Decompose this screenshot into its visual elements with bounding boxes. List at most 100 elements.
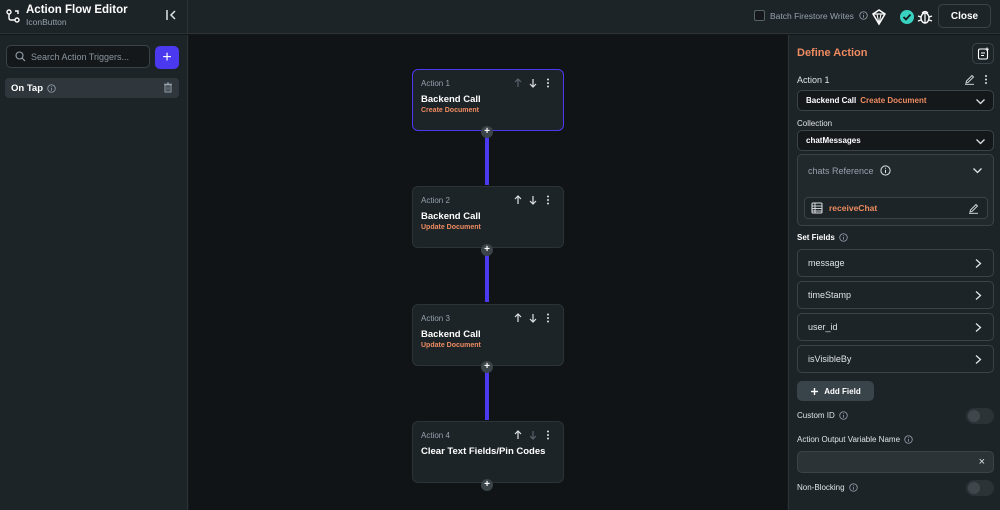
action-subtitle: Update Document — [421, 342, 481, 349]
more-vertical-icon[interactable] — [543, 313, 553, 323]
chats-reference-header[interactable]: chats Reference — [808, 165, 891, 176]
chats-reference-section: chats Reference receiveChat — [797, 154, 994, 226]
set-fields-label: Set Fields — [797, 233, 835, 242]
arrow-down-icon[interactable] — [528, 430, 538, 440]
plus-icon — [811, 387, 819, 395]
action-label: Action 1 — [797, 75, 830, 85]
action-number: Action 4 — [421, 431, 450, 440]
field-row[interactable]: isVisibleBy — [797, 345, 994, 373]
define-action-panel: Define Action Action 1 Backend Call Crea… — [788, 35, 1000, 510]
action-library-button[interactable] — [972, 43, 994, 64]
add-action-node[interactable]: + — [481, 126, 493, 138]
chevron-right-icon — [975, 291, 982, 300]
arrow-down-icon[interactable] — [528, 313, 538, 323]
field-name: timeStamp — [808, 290, 852, 300]
collection-value: chatMessages — [806, 136, 861, 145]
output-variable-header: Action Output Variable Name — [797, 435, 913, 444]
close-button[interactable]: Close — [938, 4, 991, 28]
add-action-node[interactable]: + — [481, 479, 493, 491]
trigger-label: On Tap — [11, 82, 44, 94]
diamond-gem-icon[interactable] — [869, 7, 889, 27]
editor-subtitle: IconButton — [26, 17, 67, 27]
batch-writes-toggle[interactable]: Batch Firestore Writes — [754, 10, 868, 21]
editor-header: Action Flow Editor IconButton — [0, 0, 188, 34]
batch-writes-label: Batch Firestore Writes — [770, 10, 854, 21]
more-vertical-icon[interactable] — [981, 74, 991, 85]
collection-dropdown[interactable]: chatMessages — [797, 130, 994, 151]
triggers-panel: + On Tap — [0, 35, 188, 510]
more-vertical-icon[interactable] — [543, 78, 553, 88]
edit-pencil-icon[interactable] — [964, 74, 975, 85]
info-icon — [859, 11, 868, 20]
info-icon — [848, 483, 858, 492]
non-blocking-toggle[interactable] — [966, 480, 994, 496]
action-title: Backend Call — [421, 329, 481, 340]
success-check-icon[interactable] — [897, 7, 917, 27]
batch-writes-checkbox[interactable] — [754, 10, 765, 21]
top-bar: Action Flow Editor IconButton Batch Fire… — [0, 0, 1000, 34]
field-row[interactable]: timeStamp — [797, 281, 994, 309]
search-triggers-input[interactable] — [31, 51, 141, 62]
variable-list-icon — [811, 202, 823, 214]
arrow-up-icon[interactable] — [513, 430, 523, 440]
edit-pencil-icon[interactable] — [968, 203, 979, 214]
define-action-title: Define Action — [797, 47, 868, 59]
arrow-up-icon[interactable] — [513, 313, 523, 323]
search-triggers-box[interactable] — [6, 45, 150, 68]
chevron-right-icon — [975, 323, 982, 332]
more-vertical-icon[interactable] — [543, 430, 553, 440]
custom-id-header: Custom ID — [797, 411, 848, 420]
add-trigger-button[interactable]: + — [155, 46, 179, 69]
info-icon — [47, 83, 56, 93]
arrow-up-icon[interactable] — [513, 195, 523, 205]
custom-id-toggle[interactable] — [966, 408, 994, 424]
action-subtype-value: Create Document — [860, 96, 927, 105]
arrow-down-icon[interactable] — [528, 195, 538, 205]
arrow-down-icon[interactable] — [528, 78, 538, 88]
info-icon — [839, 233, 848, 242]
add-field-label: Add Field — [824, 386, 861, 396]
flow-connector — [485, 250, 489, 302]
chats-reference-title: chats Reference — [808, 165, 874, 176]
custom-id-label: Custom ID — [797, 411, 835, 420]
flow-connector — [485, 368, 489, 420]
more-vertical-icon[interactable] — [543, 195, 553, 205]
collapse-panel-icon[interactable] — [164, 8, 178, 22]
action-title: Backend Call — [421, 94, 481, 105]
output-variable-input[interactable]: × — [797, 451, 994, 473]
chevron-right-icon — [975, 355, 982, 364]
field-name: user_id — [808, 322, 838, 332]
chevron-down-icon — [976, 139, 985, 145]
action-subtitle: Update Document — [421, 224, 481, 231]
clear-icon[interactable]: × — [978, 456, 985, 468]
field-name: message — [808, 258, 845, 268]
field-name: isVisibleBy — [808, 354, 852, 364]
chevron-down-icon[interactable] — [972, 165, 983, 176]
action-title: Clear Text Fields/Pin Codes — [421, 446, 546, 457]
debug-bug-icon[interactable] — [915, 7, 935, 27]
action-card-4[interactable]: Action 4 Clear Text Fields/Pin Codes — [412, 421, 564, 483]
add-action-node[interactable]: + — [481, 361, 493, 373]
field-row[interactable]: message — [797, 249, 994, 277]
action-flow-icon — [6, 9, 20, 23]
output-variable-label: Action Output Variable Name — [797, 435, 901, 444]
set-fields-header: Set Fields — [797, 233, 848, 242]
action-number: Action 3 — [421, 314, 450, 323]
action-type-dropdown[interactable]: Backend Call Create Document — [797, 90, 994, 111]
trigger-on-tap[interactable]: On Tap — [5, 78, 179, 98]
field-row[interactable]: user_id — [797, 313, 994, 341]
action-card-2[interactable]: Action 2 Backend Call Update Document — [412, 186, 564, 248]
action-card-3[interactable]: Action 3 Backend Call Update Document — [412, 304, 564, 366]
action-number: Action 1 — [421, 79, 450, 88]
trash-icon[interactable] — [163, 82, 173, 93]
reference-variable-value: receiveChat — [829, 203, 878, 213]
add-action-node[interactable]: + — [481, 244, 493, 256]
action-card-1[interactable]: Action 1 Backend Call Create Document — [412, 69, 564, 131]
info-icon — [839, 411, 848, 420]
add-field-button[interactable]: Add Field — [797, 381, 874, 401]
info-icon — [879, 165, 891, 176]
reference-variable-field[interactable]: receiveChat — [804, 197, 988, 219]
arrow-up-icon[interactable] — [513, 78, 523, 88]
action-subtitle: Create Document — [421, 107, 479, 114]
flow-connector — [485, 133, 489, 185]
